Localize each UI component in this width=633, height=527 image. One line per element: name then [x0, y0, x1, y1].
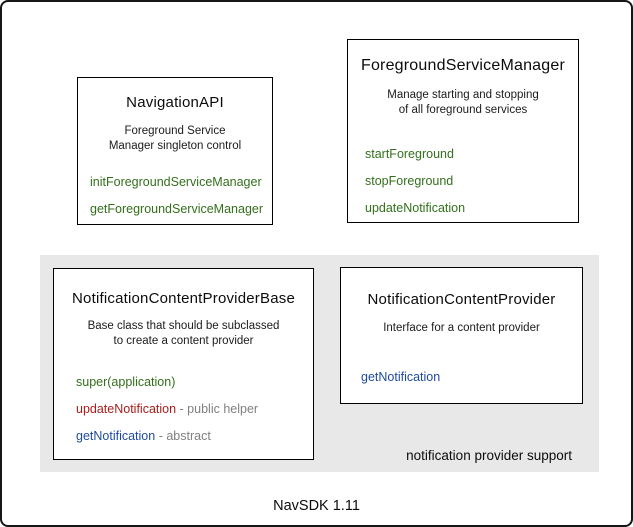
method-name: getNotification: [76, 429, 156, 443]
class-title: NotificationContentProvider: [367, 291, 556, 308]
method-name: stopForeground: [365, 174, 454, 188]
class-description: Foreground Service Manager singleton con…: [78, 124, 272, 154]
method-name: startForeground: [365, 147, 454, 161]
method-startForeground: startForeground: [365, 141, 578, 168]
class-description: Manage starting and stopping of all fore…: [348, 88, 578, 118]
method-name: initForegroundServiceManager: [90, 175, 262, 189]
description-line: of all foreground services: [398, 104, 528, 116]
method-updateNotification: updateNotification - public helper: [76, 396, 313, 423]
method-getForegroundServiceManager: getForegroundServiceManager: [90, 196, 272, 223]
class-box-notification-content-provider: NotificationContentProvider Interface fo…: [340, 267, 583, 404]
description-line: Interface for a content provider: [383, 322, 540, 334]
method-list: getNotification: [341, 364, 582, 391]
class-title: NotificationContentProviderBase: [72, 290, 295, 307]
method-list: initForegroundServiceManager getForegrou…: [78, 169, 272, 223]
method-super-application: super(application): [76, 369, 313, 396]
method-annotation: - abstract: [155, 429, 211, 443]
method-getNotification: getNotification - abstract: [76, 423, 313, 450]
diagram-caption: NavSDK 1.11: [273, 498, 360, 514]
description-line: to create a content provider: [113, 335, 254, 347]
method-name: updateNotification: [76, 402, 177, 416]
method-name: super(application): [76, 375, 176, 389]
class-title: NavigationAPI: [126, 94, 224, 111]
method-list: super(application) updateNotification - …: [54, 369, 313, 450]
notification-provider-support-panel: NotificationContentProviderBase Base cla…: [40, 255, 599, 472]
class-description: Base class that should be subclassed to …: [54, 319, 313, 349]
class-box-navigation-api: NavigationAPI Foreground Service Manager…: [77, 77, 273, 225]
class-box-notification-content-provider-base: NotificationContentProviderBase Base cla…: [53, 268, 314, 460]
method-list: startForeground stopForeground updateNot…: [348, 141, 578, 222]
description-line: Manager singleton control: [108, 140, 242, 152]
method-name: getNotification: [361, 370, 441, 384]
class-title: ForegroundServiceManager: [360, 57, 566, 74]
method-name: getForegroundServiceManager: [90, 202, 264, 216]
method-annotation: - public helper: [176, 402, 259, 416]
class-description: Interface for a content provider: [341, 321, 582, 336]
method-initForegroundServiceManager: initForegroundServiceManager: [90, 169, 272, 196]
description-line: Foreground Service: [124, 125, 226, 137]
description-line: Base class that should be subclassed: [87, 320, 280, 332]
method-name: updateNotification: [365, 201, 466, 215]
method-getNotification: getNotification: [361, 364, 582, 391]
description-line: Manage starting and stopping: [387, 89, 539, 101]
class-box-foreground-service-manager: ForegroundServiceManager Manage starting…: [347, 39, 579, 223]
panel-label: notification provider support: [406, 448, 572, 463]
method-stopForeground: stopForeground: [365, 168, 578, 195]
method-updateNotification: updateNotification: [365, 195, 578, 222]
